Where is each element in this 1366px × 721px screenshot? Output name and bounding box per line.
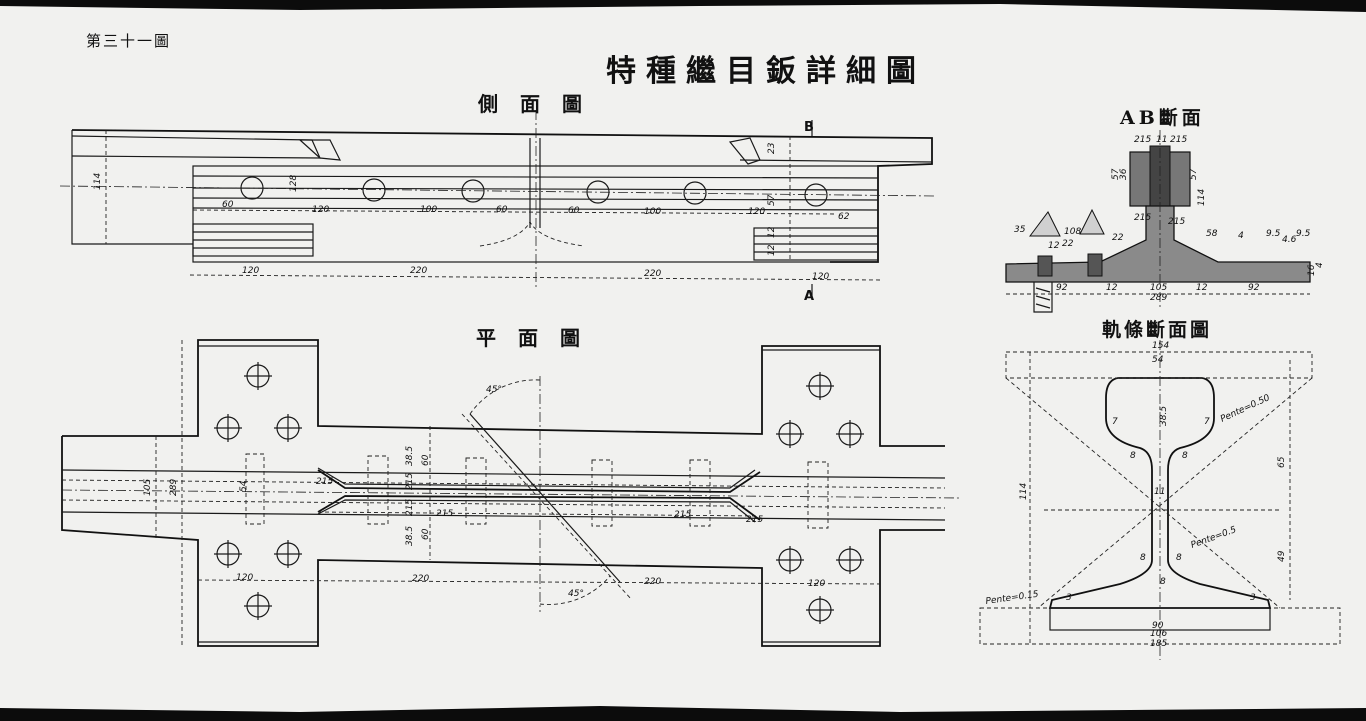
plan-dim: 120 <box>808 579 825 589</box>
ab-section-view: 215 11 215 57 36 57 114 215 215 35 108 1… <box>1005 130 1325 313</box>
plan-dim: 45° <box>486 385 502 395</box>
side-dim: 23 <box>767 142 777 154</box>
plan-dim: 38.5 <box>405 526 415 546</box>
ab-dim: 108 <box>1064 227 1081 237</box>
ab-dim: 92 <box>1056 283 1068 293</box>
side-dim: 57 <box>767 194 777 206</box>
ab-dim: 12 <box>1048 241 1060 251</box>
plan-dim: 215 <box>674 510 691 520</box>
rail-dim: 8 <box>1130 451 1136 461</box>
ab-dim: 58 <box>1206 229 1218 239</box>
rail-dim: 3 <box>1250 593 1256 603</box>
ab-dim: 215 <box>1134 135 1151 145</box>
side-dim: 100 <box>644 207 661 217</box>
ab-dim: 57 <box>1189 168 1199 180</box>
rail-dim: 49 <box>1277 550 1287 562</box>
side-dim: 120 <box>748 207 765 217</box>
ab-dim: 114 <box>1197 189 1207 206</box>
ab-dim: 36 <box>1119 168 1129 180</box>
rail-dim: 185 <box>1150 639 1167 649</box>
plan-dim: 45° <box>568 589 584 599</box>
paper-background <box>0 4 1366 712</box>
rail-dim: 38.5 <box>1159 406 1169 426</box>
rail-dim: 3 <box>1066 593 1072 603</box>
plan-dim: 215 <box>405 499 415 516</box>
ab-dim: 22 <box>1062 239 1074 249</box>
side-dim: 120 <box>312 205 329 215</box>
plan-dim: 289 <box>169 479 179 496</box>
ab-dim: 105 <box>1150 283 1167 293</box>
plan-dim: 215 <box>436 509 453 519</box>
ab-section-title: AB斷面 <box>1120 107 1205 129</box>
ab-dim: 215 <box>1168 217 1185 227</box>
plan-dim: 220 <box>644 577 661 587</box>
ab-dim: 22 <box>1112 233 1124 243</box>
plan-view-title: 平面圖 <box>476 326 602 350</box>
plan-dim: 105 <box>143 479 153 496</box>
plan-dim: 60 <box>421 454 431 466</box>
rail-dim: 90 <box>1152 621 1164 631</box>
rail-dim: 8 <box>1140 553 1146 563</box>
rail-dim: 7 <box>1204 417 1210 427</box>
plan-view: 45° 45° <box>61 339 961 647</box>
section-marker-b: B <box>804 120 814 135</box>
ab-dim: 4 <box>1238 231 1244 241</box>
side-dim: 12 <box>767 244 777 256</box>
ab-dim: 57 <box>1111 168 1121 180</box>
rail-dim: 8 <box>1160 577 1166 587</box>
plan-dim: 60 <box>421 528 431 540</box>
plan-dim: 215 <box>316 477 333 487</box>
side-view-title: 側面圖 <box>478 92 604 116</box>
side-dim: 62 <box>838 212 850 222</box>
ab-dim: 35 <box>1014 225 1026 235</box>
side-dim: 100 <box>420 205 437 215</box>
rail-section-title: 軌條斷面圖 <box>1102 319 1213 341</box>
ab-dim: 215 <box>1134 213 1151 223</box>
plan-dim: 120 <box>236 573 253 583</box>
ab-dim: 11 <box>1156 135 1167 145</box>
rail-dim: 11 <box>1154 487 1165 497</box>
side-dim: 114 <box>93 173 103 190</box>
ab-dim: 92 <box>1248 283 1260 293</box>
side-dim: 128 <box>289 175 299 192</box>
ab-dim: 215 <box>1170 135 1187 145</box>
ab-dim: 16 <box>1307 264 1317 276</box>
rail-dim: 114 <box>1019 483 1029 500</box>
plan-dim: 38.5 <box>405 446 415 466</box>
side-dim: 60 <box>222 200 234 210</box>
rail-dim: 106 <box>1150 629 1167 639</box>
ab-dim: 4.6 <box>1282 235 1297 245</box>
plan-dim: 215 <box>405 473 415 490</box>
side-dim: 220 <box>410 266 427 276</box>
ab-dim: 4 <box>1315 262 1325 268</box>
side-dim: 12 <box>767 226 777 238</box>
side-dim: 120 <box>812 272 829 282</box>
plan-bolt-holes <box>214 362 864 624</box>
rail-dim: 54 <box>1152 355 1164 365</box>
rail-dim: 154 <box>1152 341 1169 351</box>
ab-dim: 12 <box>1106 283 1118 293</box>
ab-dim: 9.5 <box>1266 229 1281 239</box>
ab-dim: 12 <box>1196 283 1208 293</box>
rail-dim: 8 <box>1176 553 1182 563</box>
section-marker-a: A <box>804 289 814 304</box>
drawing-title: 特種繼目鈑詳細圖 <box>606 54 926 89</box>
side-dim: 120 <box>242 266 259 276</box>
side-view: 114 60 120 100 60 60 100 120 62 128 120 … <box>59 110 936 304</box>
plan-dim: 220 <box>412 574 429 584</box>
plan-dim: 54 <box>239 480 249 492</box>
figure-number: 第三十一圖 <box>86 32 172 50</box>
side-dim: 60 <box>568 206 580 216</box>
rail-dim: 7 <box>1112 417 1118 427</box>
rail-dim: 65 <box>1277 456 1287 468</box>
ab-dim: 9.5 <box>1296 229 1311 239</box>
rail-dim: 8 <box>1182 451 1188 461</box>
ab-dim: 289 <box>1150 293 1167 303</box>
side-dim: 60 <box>496 205 508 215</box>
plan-dim: 215 <box>746 515 763 525</box>
side-fishplate <box>192 165 879 263</box>
side-dim: 220 <box>644 269 661 279</box>
